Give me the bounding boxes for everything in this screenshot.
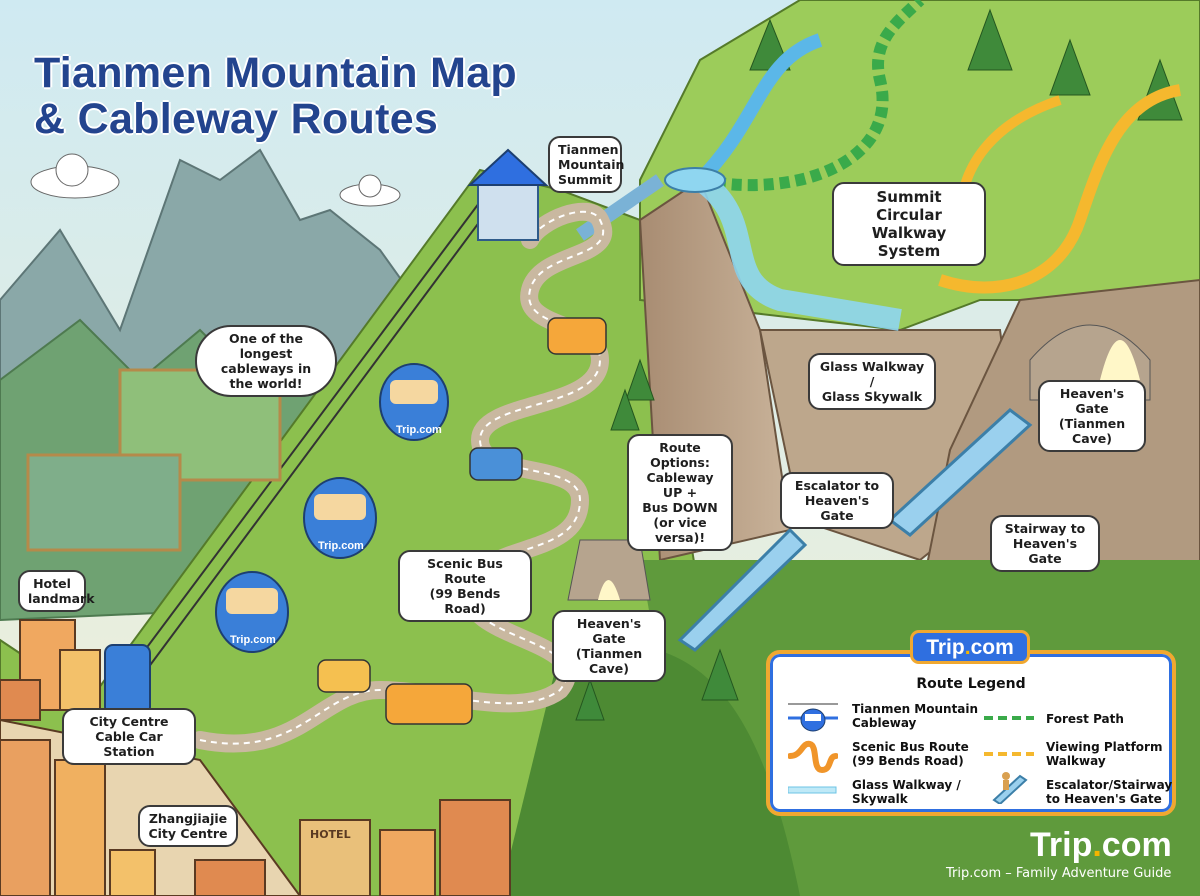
gondola-brand: Trip.com [230, 634, 276, 646]
label-line: City Centre [89, 714, 169, 729]
legend-label: Skywalk [852, 792, 908, 806]
label-line: Route Options: [650, 440, 710, 470]
label-line: Cableway UP + [646, 470, 714, 500]
legend-item-glass-walkway: Glass Walkway /Skywalk [852, 778, 961, 806]
label-line: (99 Bends Road) [429, 586, 501, 616]
legend-label: Walkway [1046, 754, 1106, 768]
label-line: Cable Car Station [95, 729, 163, 759]
label-line: Heaven's Gate [1059, 386, 1125, 416]
logo-suffix: com [1101, 826, 1172, 864]
label-line: Scenic Bus Route [427, 556, 503, 586]
viewing-platform-dash-icon [984, 752, 1034, 756]
label-line: Summit Circular [876, 188, 942, 224]
winding-road-icon [788, 740, 838, 774]
label-line: landmark [28, 591, 95, 606]
label-heavens-gate-lower: Heaven's Gate(Tianmen Cave) [552, 610, 666, 682]
badge-suffix: com [970, 636, 1014, 659]
label-line: Hotel [33, 576, 71, 591]
legend-item-bus-route: Scenic Bus Route(99 Bends Road) [852, 740, 969, 768]
label-line: Walkway System [871, 224, 947, 260]
cable-car-icon [788, 703, 838, 732]
badge-dot: . [964, 636, 971, 659]
escalators [677, 408, 1033, 652]
legend-item-forest-path: Forest Path [1046, 712, 1124, 726]
label-route-options: Route Options:Cableway UP +Bus DOWN(or v… [627, 434, 733, 551]
label-line: Zhangjiajie [148, 811, 228, 826]
label-line: Tianmen [558, 142, 619, 157]
gondola-brand: Trip.com [396, 424, 442, 436]
label-line: One of the longest [228, 331, 304, 361]
badge-name: Trip [926, 636, 965, 659]
inset-photos [26, 368, 282, 552]
label-line: Heaven's Gate [1012, 536, 1078, 566]
trip-com-badge: Trip.com [910, 630, 1030, 664]
label-line: Heaven's Gate [804, 493, 870, 523]
legend-title: Route Legend [916, 676, 1026, 692]
forest-path-dash-icon [984, 716, 1034, 720]
label-line: Glass Skywalk [821, 389, 923, 404]
label-line: (Tianmen Cave) [1058, 416, 1126, 446]
label-line: Stairway to [1004, 521, 1086, 536]
gondola-brand: Trip.com [318, 540, 364, 552]
legend-label: Tianmen Mountain [852, 702, 979, 716]
cableway [104, 148, 549, 716]
label-line: Summit [558, 172, 613, 187]
legend-label: Cableway [852, 716, 917, 730]
title-line-2: & Cableway Routes [34, 95, 439, 143]
logo-dot: . [1092, 826, 1102, 864]
legend-label: Escalator/Stairway [1046, 778, 1173, 792]
label-line: Glass Walkway / [819, 359, 925, 389]
label-line: cableways in [220, 361, 312, 376]
glass-walkway-icon [788, 786, 837, 794]
winding-bus-road-center [199, 210, 604, 745]
title-line-1: Tianmen Mountain Map [34, 49, 517, 97]
hotel-sign: HOTEL [310, 828, 351, 841]
label-line: Heaven's Gate [576, 616, 642, 646]
escalator-icon [992, 772, 1028, 804]
label-line: the world! [229, 376, 303, 391]
label-line: Escalator to [794, 478, 880, 493]
label-bus-route: Scenic Bus Route(99 Bends Road) [398, 550, 532, 622]
label-glass-walkway: Glass Walkway /Glass Skywalk [808, 353, 936, 410]
legend-label: Viewing Platform [1046, 740, 1163, 754]
logo-name: Trip [1030, 826, 1093, 864]
label-line: (Tianmen Cave) [575, 646, 643, 676]
trip-com-logo: Trip.com [1030, 826, 1172, 865]
page-title: Tianmen Mountain Map & Cableway Routes [34, 50, 517, 142]
legend-label: Forest Path [1046, 712, 1124, 726]
footer-caption: Trip.com – Family Adventure Guide [946, 866, 1172, 881]
cloud-icon [30, 153, 401, 207]
label-heavens-gate-upper: Heaven's Gate(Tianmen Cave) [1038, 380, 1146, 452]
label-line: City Centre [148, 826, 228, 841]
label-line: Mountain [558, 157, 625, 172]
legend-label: (99 Bends Road) [852, 754, 964, 768]
buses [317, 317, 607, 725]
legend-label: Scenic Bus Route [852, 740, 969, 754]
label-line: Bus DOWN [642, 500, 718, 515]
label-line: (or vice versa)! [653, 515, 707, 545]
legend-label: to Heaven's Gate [1046, 792, 1162, 806]
legend-label: Glass Walkway / [852, 778, 961, 792]
